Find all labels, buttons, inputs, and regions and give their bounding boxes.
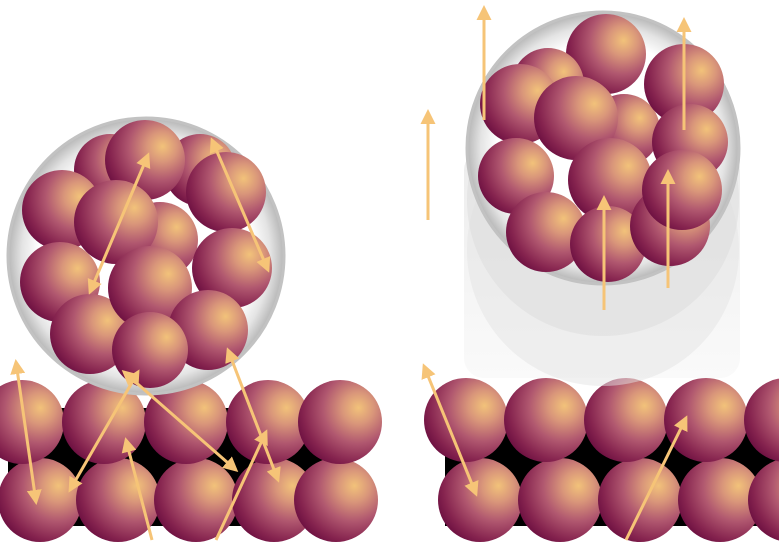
lattice-atom [298, 380, 382, 464]
lattice-atom [584, 378, 668, 462]
cluster-atom [186, 152, 266, 232]
lattice-atom [76, 458, 160, 542]
left-panel [0, 118, 382, 542]
cluster-atom [112, 312, 188, 388]
lattice-atom [0, 458, 82, 542]
lattice-atom [598, 458, 682, 542]
left-surface-lattice [0, 380, 382, 542]
right-surface-lattice [424, 378, 779, 542]
lattice-atom [294, 458, 378, 542]
lattice-atom [518, 458, 602, 542]
cluster-atom [642, 150, 722, 230]
right-panel [424, 8, 779, 542]
lattice-atom [154, 458, 238, 542]
lattice-atom [424, 378, 508, 462]
lattice-atom [664, 378, 748, 462]
lattice-atom [504, 378, 588, 462]
lattice-atom [438, 458, 522, 542]
